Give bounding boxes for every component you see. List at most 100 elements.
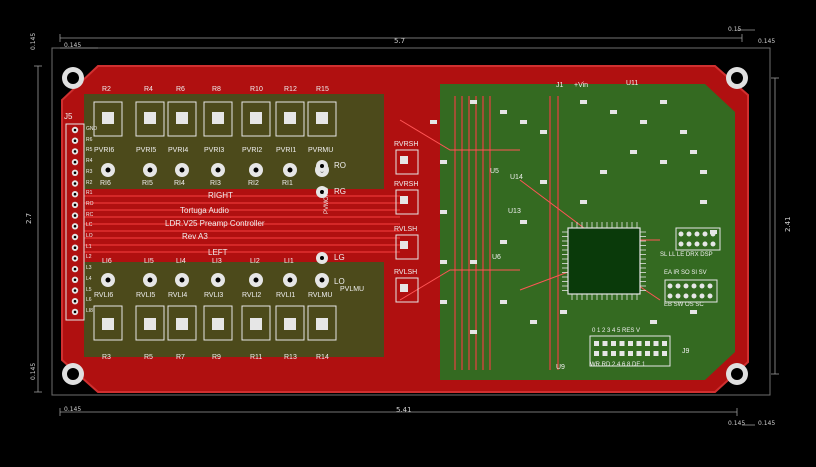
j9-pin (594, 351, 599, 356)
u14-label: U14 (510, 174, 523, 181)
right-pot-outline (167, 101, 197, 137)
j5-pin-label: L3 (86, 265, 92, 272)
right-trace-bundle (454, 96, 559, 370)
mcu-pins (562, 222, 646, 300)
left-pot-label: RVLI5 (136, 292, 156, 299)
trim-pot-pad[interactable] (400, 156, 408, 164)
jtag-pin (675, 283, 681, 289)
right-res-label: R4 (144, 86, 153, 93)
trim-pot-label: RVRSH (394, 181, 419, 188)
left-pot-pad[interactable] (144, 318, 156, 330)
pvlmu-label: PVLMU (340, 286, 365, 293)
right-via-hole (179, 167, 185, 173)
right-pot-pad[interactable] (176, 112, 188, 124)
mid-io-label: RO (334, 161, 346, 170)
left-pot-outline (93, 305, 123, 341)
jtag-pin (683, 283, 689, 289)
right-pot-label: PVRI5 (136, 147, 157, 154)
j5-pin-hole (73, 299, 77, 303)
j5-pin-label: RO (86, 200, 94, 207)
j5-pin-hole (73, 235, 77, 239)
jtag-pin (675, 293, 681, 299)
u9-label: U9 (556, 364, 565, 371)
smd-pad (520, 220, 527, 224)
j5-pin-hole (73, 257, 77, 260)
j9-pin (602, 351, 608, 356)
smd-pad (540, 180, 547, 184)
j5-pin-hole (73, 214, 77, 217)
right-pot-pad[interactable] (102, 112, 114, 124)
left-via-hole (287, 277, 293, 283)
j5-pin-column (71, 126, 79, 316)
smd-pad (660, 160, 667, 164)
dim-margin-f: 0.145 (758, 420, 776, 427)
center-trace-band (84, 195, 400, 253)
mid-io-label: LO (334, 277, 345, 286)
jtag-pin (707, 283, 713, 289)
right-pot-label: PVRMU (308, 147, 334, 154)
j5-pin-hole (73, 289, 77, 292)
j5-pin-hole (73, 139, 77, 142)
trim-pot-pad[interactable] (400, 241, 408, 249)
j5-pin-label: GND (86, 126, 98, 132)
j9-pin (602, 341, 608, 346)
right-pot-pad[interactable] (250, 112, 262, 124)
smd-pad (470, 330, 477, 334)
u13-label: U13 (508, 208, 521, 215)
right-via-hole (147, 167, 153, 173)
left-pot-pad[interactable] (284, 318, 296, 330)
j5-pin-label: R6 (86, 136, 93, 143)
left-channel-block (84, 262, 384, 357)
trim-pot-outline (395, 234, 419, 260)
left-res-bottom-label: R7 (176, 354, 185, 361)
right-pot-outline (275, 101, 305, 137)
u11-label: U11 (626, 80, 639, 87)
left-pot-pad[interactable] (176, 318, 188, 330)
dim-margin-e: 0.145 (758, 38, 776, 45)
j9-label: J9 (682, 348, 690, 355)
left-pot-pad[interactable] (102, 318, 114, 330)
jtag-pin (667, 283, 673, 289)
dim-bottom-width: 5.41 (396, 406, 412, 414)
left-res-label: LI2 (250, 258, 260, 265)
right-pot-pad[interactable] (144, 112, 156, 124)
trim-pot-pad[interactable] (400, 284, 408, 292)
smd-pad (650, 320, 657, 324)
smd-pad (680, 130, 687, 134)
left-pot-pad[interactable] (212, 318, 224, 330)
right-via-hole (287, 167, 293, 173)
j9-pin (636, 341, 642, 346)
jtag-pin (707, 293, 713, 299)
dsp-pin (694, 231, 700, 237)
right-res-label: R10 (250, 86, 263, 93)
right-pot-pad[interactable] (212, 112, 224, 124)
smd-pad (540, 130, 547, 134)
left-res-label: LI6 (102, 258, 112, 265)
board-title-line1: Tortuga Audio (180, 206, 229, 215)
right-pot-pad[interactable] (284, 112, 296, 124)
left-res-label: LI3 (212, 258, 222, 265)
board-outline (51, 47, 771, 396)
j5-pin-label: R3 (86, 168, 93, 175)
j9-pin (653, 341, 659, 346)
right-pot-outline (135, 101, 165, 137)
right-via-hole (105, 167, 111, 173)
dim-margin-g: 0.15 (728, 26, 742, 33)
trim-pot-pad[interactable] (400, 196, 408, 204)
left-pot-pad[interactable] (250, 318, 262, 330)
jtag-row2: EA IR SO SI SV (664, 270, 707, 276)
left-pot-pad[interactable] (316, 318, 328, 330)
mcu-chip[interactable] (567, 227, 641, 295)
j5-pin-hole (73, 182, 77, 185)
smd-pad (580, 100, 587, 104)
j5-pin-hole (73, 310, 77, 314)
j5-pin-hole (73, 267, 77, 271)
left-pot-outline (203, 305, 233, 341)
smd-pad (500, 240, 507, 244)
j1-label: J1 (556, 82, 564, 89)
j5-pin-label: LO (86, 233, 93, 239)
left-res-bottom-label: R5 (144, 354, 153, 361)
left-res-bottom-label: R13 (284, 354, 297, 361)
right-pot-pad[interactable] (316, 112, 328, 124)
